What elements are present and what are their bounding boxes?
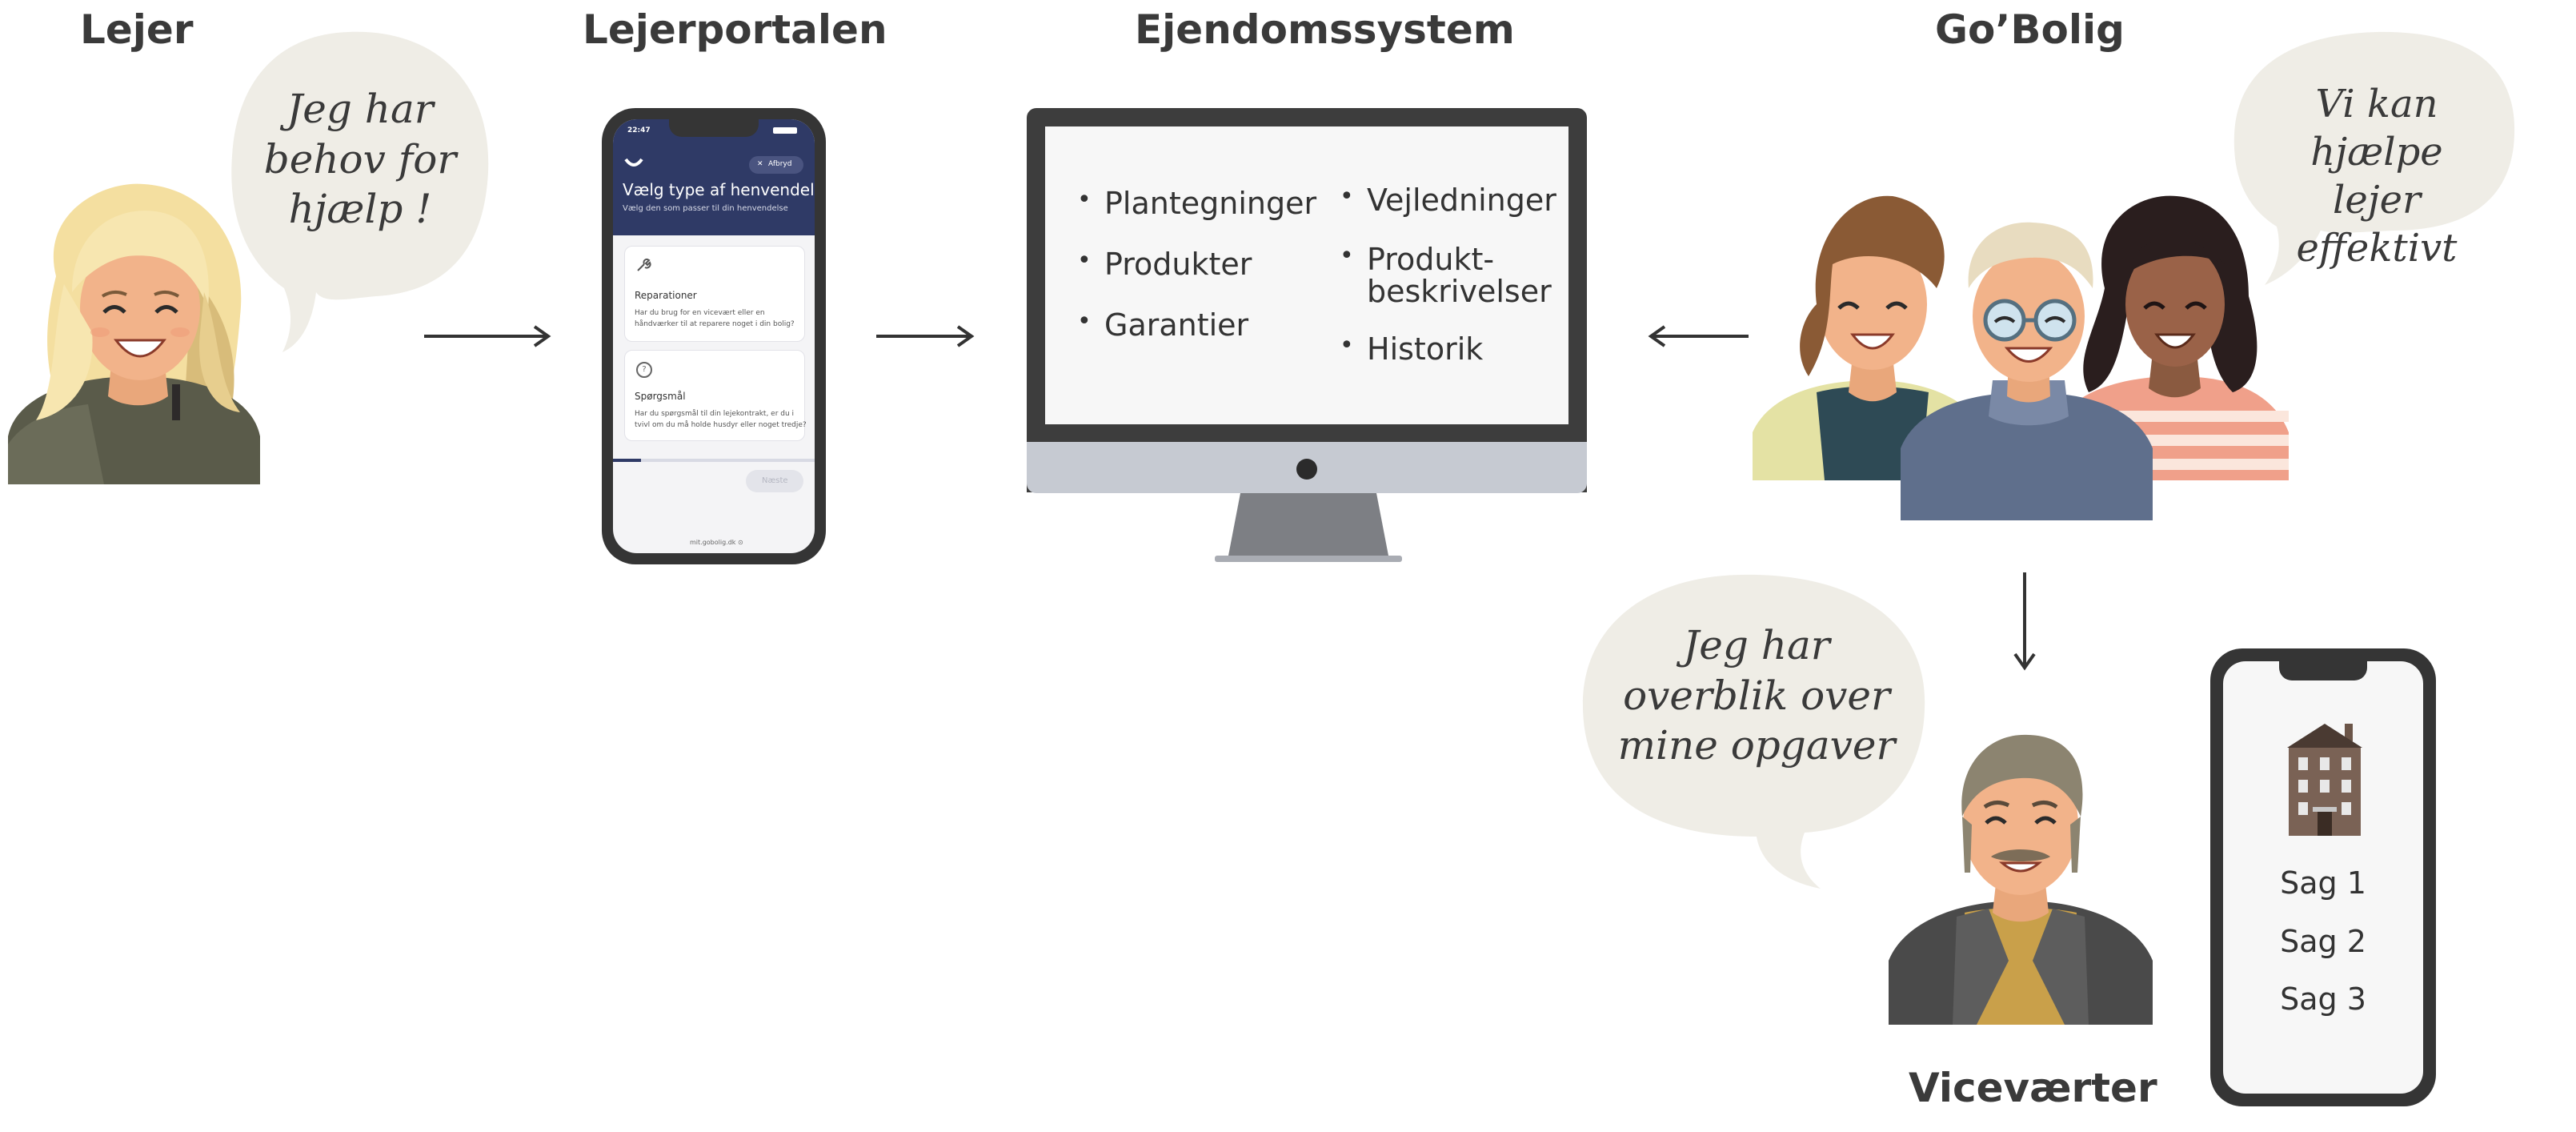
screen-item-product-descriptions-line-1: Produkt- bbox=[1367, 242, 1495, 277]
caretaker-phone: Sag 1 Sag 2 Sag 3 bbox=[2210, 648, 2436, 1106]
option-repairs-title: Reparationer bbox=[635, 290, 697, 301]
progress-bar-fill bbox=[613, 459, 641, 462]
title-tenant: Lejer bbox=[80, 6, 194, 53]
option-questions-card[interactable]: ? Spørgsmål Har du spørgsmål til din lej… bbox=[624, 350, 807, 441]
title-system: Ejendomssystem bbox=[1135, 6, 1515, 53]
portal-heading: Vælg type af henvendelse bbox=[623, 180, 815, 199]
next-button[interactable]: Næste bbox=[746, 470, 803, 492]
option-questions-text-1: Har du spørgsmål til din lejekontrakt, e… bbox=[635, 410, 795, 418]
monitor-stand bbox=[1215, 493, 1402, 562]
apple-logo-dot-icon bbox=[1296, 459, 1317, 480]
close-icon: ✕ bbox=[757, 160, 763, 168]
caretaker-avatar bbox=[1889, 734, 2153, 1025]
caretaker-bubble-text: Jeg har overblik over mine opgaver bbox=[1608, 620, 1905, 771]
arrow-right-icon bbox=[424, 325, 551, 347]
case-item-2[interactable]: Sag 2 bbox=[2280, 924, 2366, 959]
screen-item-product-descriptions-line-2: beskrivelser bbox=[1367, 274, 1552, 309]
option-repairs-text-2: håndværker til at reparere noget i din b… bbox=[635, 320, 795, 328]
wrench-icon bbox=[637, 258, 651, 271]
arrow-right-icon bbox=[876, 325, 975, 347]
title-gobolig: Go’Bolig bbox=[1935, 6, 2125, 53]
portal-url: mit.gobolig.dk ⊙ bbox=[690, 539, 743, 546]
tenant-bubble-line-1: Jeg har bbox=[286, 86, 434, 132]
option-repairs-card[interactable]: Reparationer Har du brug for en vicevært… bbox=[624, 246, 805, 342]
option-questions-text-2: tvivl om du må holde husdyr eller noget … bbox=[635, 421, 807, 429]
title-portal: Lejerportalen bbox=[583, 6, 887, 53]
screen-item-floorplans: Plantegninger bbox=[1077, 186, 1316, 221]
caretaker-phone-screen: Sag 1 Sag 2 Sag 3 bbox=[2223, 661, 2423, 1094]
team-member-man-center bbox=[1901, 222, 2153, 520]
case-item-3[interactable]: Sag 3 bbox=[2280, 981, 2366, 1017]
gobolig-bubble-text: Vi kan hjælpe lejer effektivt bbox=[2257, 80, 2497, 272]
screen-item-product-descriptions: Produkt- beskrivelser bbox=[1340, 242, 1552, 309]
building-icon bbox=[2287, 724, 2362, 836]
caretaker-bubble-line-2: overblik over bbox=[1623, 672, 1890, 719]
portal-phone-screen: 22:47 ✕ Afbryd Vælg type af henvendelse … bbox=[613, 119, 815, 553]
logo-smile-icon bbox=[624, 158, 643, 167]
portal-header bbox=[613, 119, 815, 235]
tenant-avatar bbox=[8, 183, 260, 484]
gobolig-bubble-line-2: lejer effektivt bbox=[2296, 178, 2458, 271]
status-time: 22:47 bbox=[627, 126, 651, 134]
gobolig-speech-bubble bbox=[2233, 31, 2515, 285]
battery-icon bbox=[773, 127, 797, 134]
portal-subheading: Vælg den som passer til din henvendelse bbox=[623, 204, 788, 213]
screen-item-history: Historik bbox=[1340, 331, 1483, 367]
caretaker-bubble-line-1: Jeg har bbox=[1683, 622, 1830, 668]
cancel-button-label: Afbryd bbox=[768, 160, 792, 168]
tenant-bubble-line-3: hjælp ! bbox=[288, 186, 432, 232]
option-repairs-text-1: Har du brug for en vicevært eller en bbox=[635, 309, 765, 317]
option-questions-title: Spørgsmål bbox=[635, 391, 686, 402]
tenant-bubble-line-2: behov for bbox=[263, 135, 457, 183]
phone-notch bbox=[2279, 661, 2367, 680]
title-caretakers: Viceværter bbox=[1909, 1065, 2157, 1111]
tenant-speech-bubble bbox=[231, 31, 489, 352]
case-item-1[interactable]: Sag 1 bbox=[2280, 865, 2366, 901]
caretaker-speech-bubble bbox=[1582, 574, 1925, 889]
screen-item-products: Produkter bbox=[1077, 247, 1252, 282]
cancel-button[interactable]: ✕ Afbryd bbox=[749, 156, 803, 174]
tenant-bubble-text: Jeg har behov for hjælp ! bbox=[244, 84, 476, 235]
screen-item-warranties: Garantier bbox=[1077, 307, 1248, 343]
progress-bar bbox=[613, 459, 815, 462]
caretaker-bubble-line-3: mine opgaver bbox=[1617, 722, 1896, 769]
arrow-down-icon bbox=[2013, 572, 2036, 671]
screen-item-guides: Vejledninger bbox=[1340, 183, 1556, 218]
gobolig-bubble-line-1: Vi kan hjælpe bbox=[2310, 82, 2443, 175]
phone-notch bbox=[669, 119, 759, 137]
next-button-label: Næste bbox=[762, 476, 788, 485]
question-icon: ? bbox=[636, 362, 652, 378]
portal-phone: 22:47 ✕ Afbryd Vælg type af henvendelse … bbox=[602, 108, 826, 564]
arrow-left-icon bbox=[1648, 325, 1749, 347]
gobolig-team-avatars bbox=[1753, 195, 2289, 520]
